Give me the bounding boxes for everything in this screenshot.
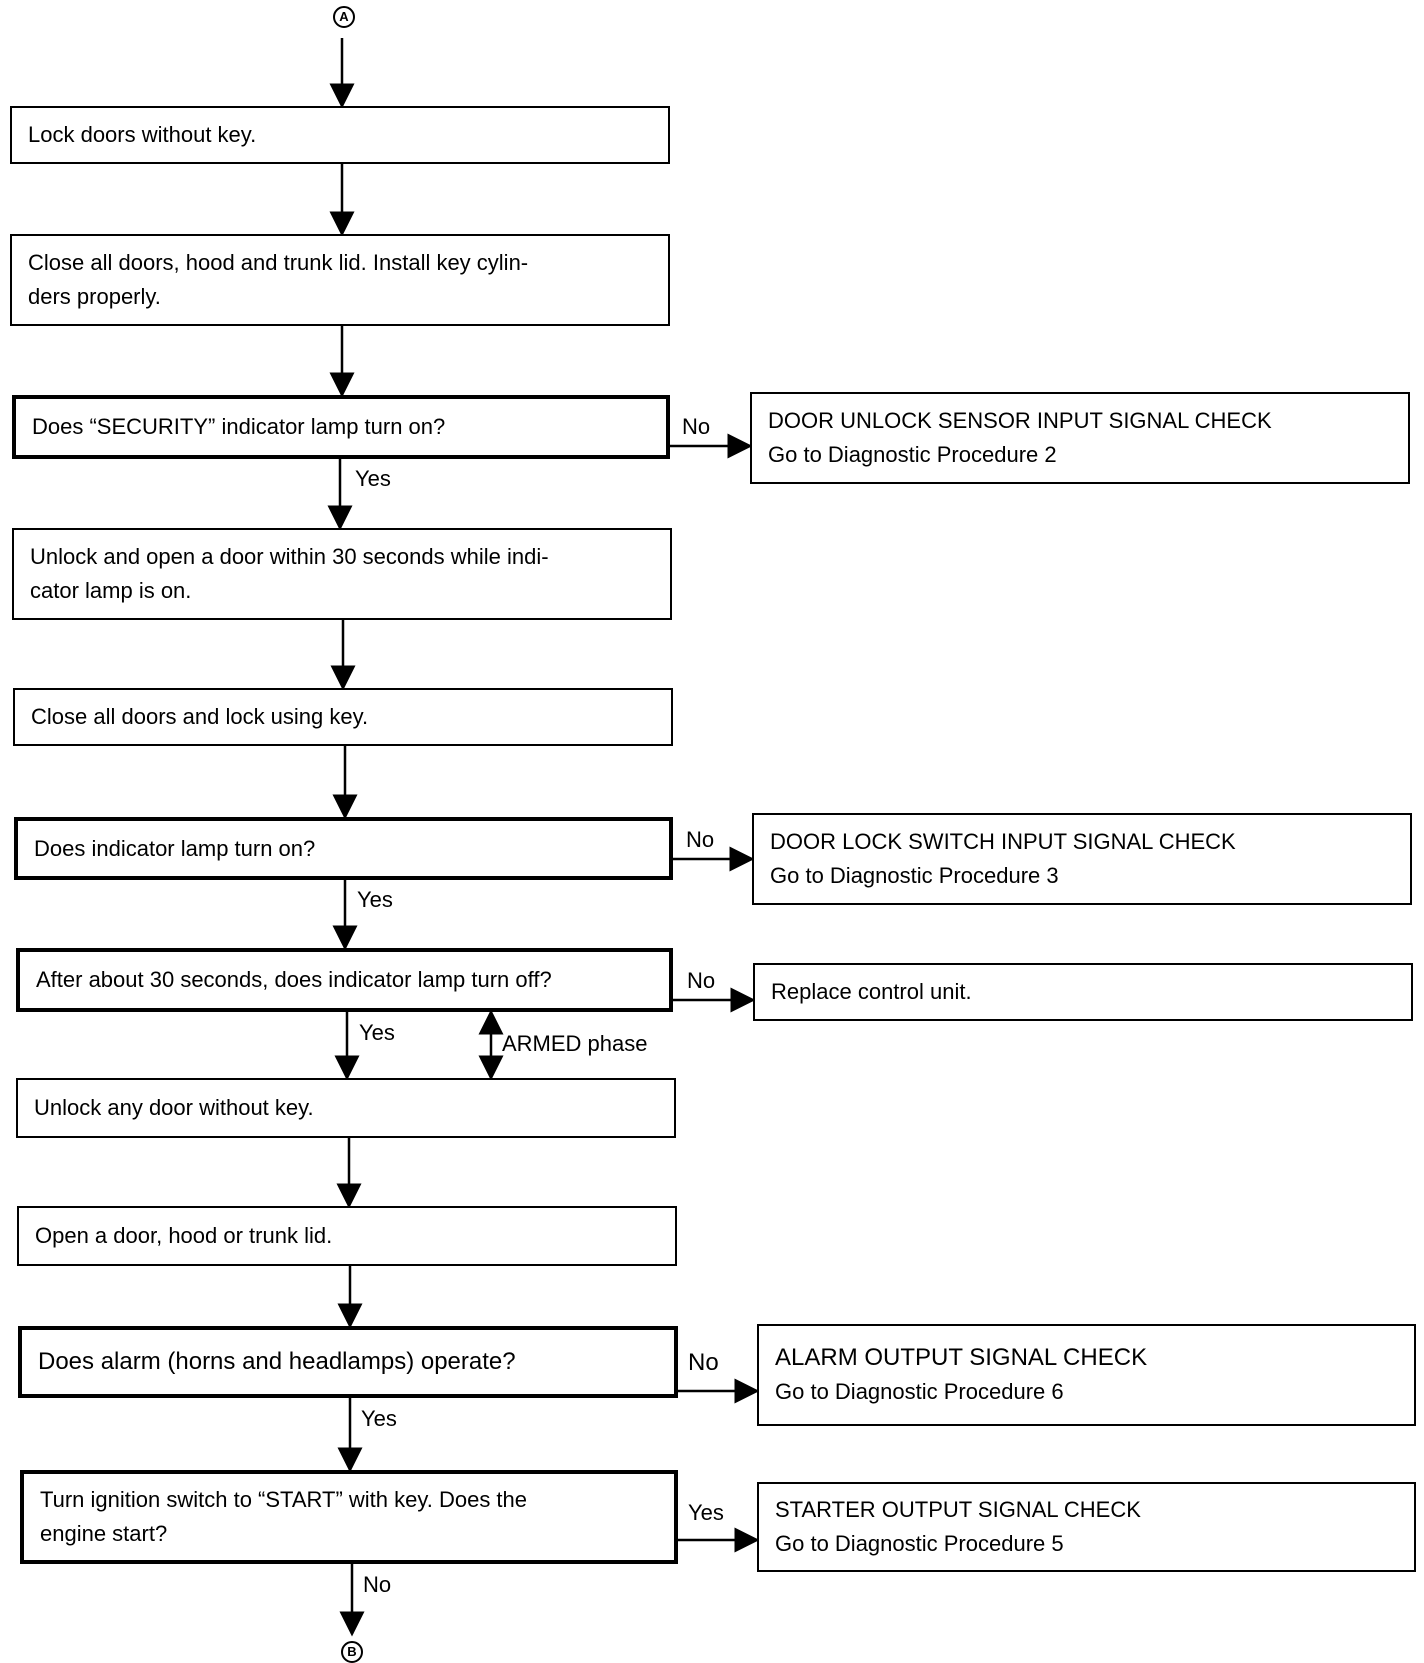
- outcome-subtitle: Go to Diagnostic Procedure 6: [775, 1379, 1064, 1404]
- label-no-indicator-off: No: [687, 968, 716, 993]
- connector-a: A: [333, 6, 355, 28]
- question-text-line1: Turn ignition switch to “START” with key…: [40, 1487, 528, 1512]
- outcome-title: ALARM OUTPUT SIGNAL CHECK: [775, 1344, 1148, 1371]
- step-unlock-open: Unlock and open a door within 30 seconds…: [12, 528, 672, 620]
- label-yes-security: Yes: [355, 466, 391, 491]
- step-close-all: Close all doors, hood and trunk lid. Ins…: [10, 234, 670, 326]
- outcome-starter-check: STARTER OUTPUT SIGNAL CHECK Go to Diagno…: [757, 1482, 1416, 1572]
- label-no-ignition: No: [363, 1572, 392, 1597]
- question-text: Does alarm (horns and headlamps) operate…: [38, 1348, 516, 1375]
- outcome-door-unlock-check: DOOR UNLOCK SENSOR INPUT SIGNAL CHECK Go…: [750, 392, 1410, 484]
- label-yes-indicator: Yes: [357, 887, 393, 912]
- question-text: Does “SECURITY” indicator lamp turn on?: [32, 414, 446, 439]
- label-no-alarm: No: [688, 1349, 719, 1376]
- label-yes-alarm: Yes: [361, 1406, 397, 1431]
- outcome-door-lock-check: DOOR LOCK SWITCH INPUT SIGNAL CHECK Go t…: [752, 813, 1412, 905]
- step-unlock-any: Unlock any door without key.: [16, 1078, 676, 1138]
- question-text-line2: engine start?: [40, 1521, 168, 1546]
- label-armed-phase: ARMED phase: [502, 1031, 648, 1056]
- question-text: Does indicator lamp turn on?: [34, 835, 316, 861]
- outcome-title: Replace control unit.: [771, 979, 972, 1004]
- label-no-security: No: [682, 414, 711, 439]
- question-security-lamp: Does “SECURITY” indicator lamp turn on?: [12, 395, 670, 459]
- outcome-title: DOOR LOCK SWITCH INPUT SIGNAL CHECK: [770, 829, 1236, 854]
- question-text: After about 30 seconds, does indicator l…: [36, 967, 552, 992]
- step-text: Unlock any door without key.: [34, 1095, 314, 1120]
- question-indicator-off: After about 30 seconds, does indicator l…: [16, 948, 673, 1012]
- outcome-subtitle: Go to Diagnostic Procedure 2: [768, 442, 1057, 467]
- outcome-subtitle: Go to Diagnostic Procedure 5: [775, 1531, 1064, 1556]
- step-text: Lock doors without key.: [28, 122, 257, 147]
- step-text-line2: ders properly.: [28, 284, 161, 309]
- step-text-line1: Unlock and open a door within 30 seconds…: [30, 544, 549, 569]
- step-text: Open a door, hood or trunk lid.: [35, 1223, 333, 1248]
- question-indicator-on: Does indicator lamp turn on?: [14, 817, 673, 880]
- outcome-title: STARTER OUTPUT SIGNAL CHECK: [775, 1497, 1141, 1522]
- connector-b: B: [341, 1641, 363, 1663]
- outcome-alarm-check: ALARM OUTPUT SIGNAL CHECK Go to Diagnost…: [757, 1324, 1416, 1426]
- question-ignition: Turn ignition switch to “START” with key…: [20, 1470, 678, 1564]
- step-lock-doors: Lock doors without key.: [10, 106, 670, 164]
- step-text-line2: cator lamp is on.: [30, 578, 192, 603]
- outcome-replace-unit: Replace control unit.: [753, 963, 1413, 1021]
- outcome-title: DOOR UNLOCK SENSOR INPUT SIGNAL CHECK: [768, 408, 1272, 433]
- step-open-door: Open a door, hood or trunk lid.: [17, 1206, 677, 1266]
- label-yes-indicator-off: Yes: [359, 1020, 395, 1045]
- outcome-subtitle: Go to Diagnostic Procedure 3: [770, 863, 1059, 888]
- step-text: Close all doors and lock using key.: [31, 704, 369, 729]
- label-yes-ignition: Yes: [688, 1500, 724, 1525]
- question-alarm: Does alarm (horns and headlamps) operate…: [18, 1326, 678, 1398]
- label-no-indicator: No: [686, 827, 715, 852]
- step-text-line1: Close all doors, hood and trunk lid. Ins…: [28, 250, 529, 275]
- step-close-lock-key: Close all doors and lock using key.: [13, 688, 673, 746]
